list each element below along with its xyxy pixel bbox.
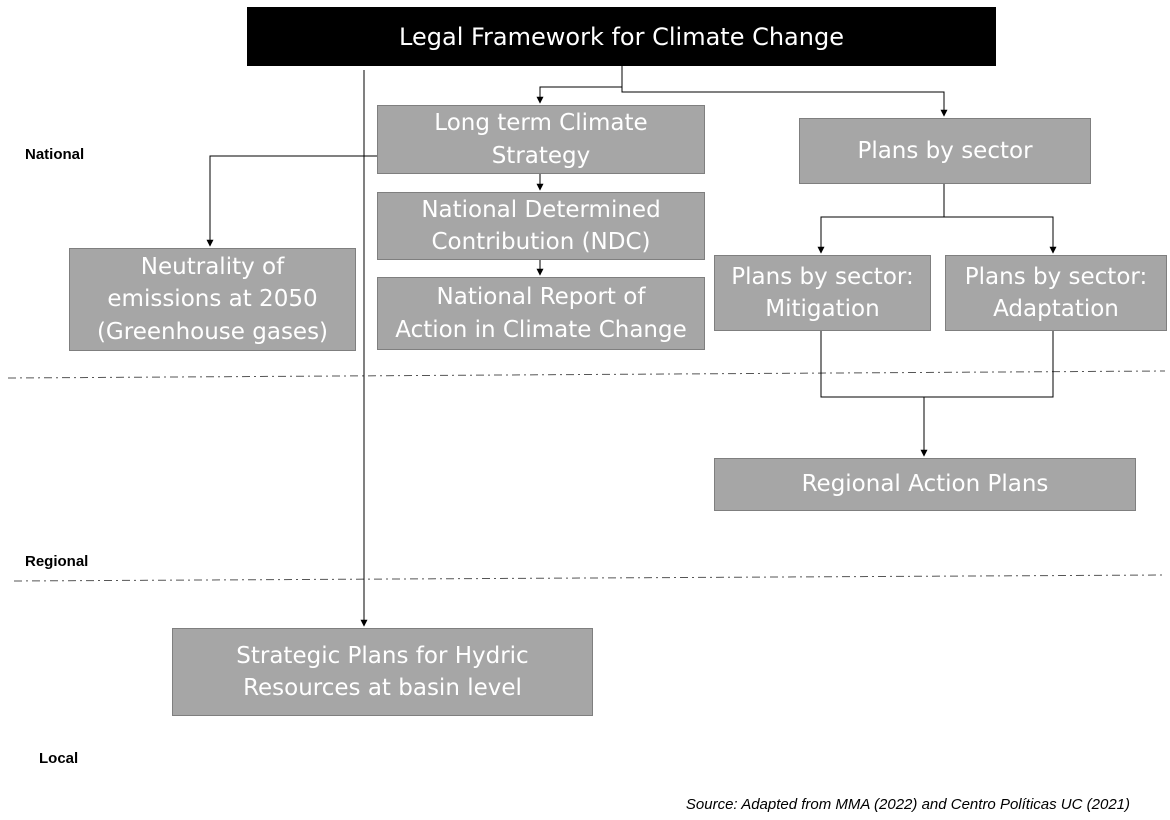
box-plans-by-sector-line-1: Plans by sector bbox=[857, 137, 1033, 164]
diagram-title-text: Legal Framework for Climate Change bbox=[399, 22, 844, 51]
arrow-title-to-long-term-strategy bbox=[536, 66, 623, 104]
box-mitigation-line-2: Mitigation bbox=[765, 296, 880, 322]
box-regional-action-plans: Regional Action Plans bbox=[714, 458, 1136, 511]
arrow-strategy-to-neutrality bbox=[206, 155, 377, 247]
box-mitigation-line-1: Plans by sector: bbox=[731, 263, 914, 290]
box-adaptation: Plans by sector: Adaptation bbox=[945, 255, 1167, 331]
level-label-regional: Regional bbox=[25, 553, 89, 570]
box-neutrality: Neutrality of emissions at 2050 (Greenho… bbox=[69, 248, 356, 351]
box-national-report-line-2: Action in Climate Change bbox=[395, 316, 687, 343]
box-neutrality-line-2: emissions at 2050 bbox=[107, 286, 318, 313]
box-national-report-line-1: National Report of bbox=[436, 284, 646, 311]
arrow-sector-to-adaptation bbox=[944, 216, 1057, 254]
box-strategic-plans-line-1: Strategic Plans for Hydric bbox=[236, 642, 529, 669]
box-ndc-line-2: Contribution (NDC) bbox=[431, 229, 651, 255]
box-ndc: National Determined Contribution (NDC) bbox=[377, 192, 705, 260]
level-label-local: Local bbox=[39, 750, 79, 767]
box-long-term-strategy-line-2: Strategy bbox=[491, 142, 591, 169]
box-adaptation-line-2: Adaptation bbox=[993, 296, 1119, 322]
divider-regional-local bbox=[13, 574, 1166, 582]
box-neutrality-line-3: (Greenhouse gases) bbox=[96, 318, 329, 345]
box-national-report: National Report of Action in Climate Cha… bbox=[377, 277, 705, 350]
box-neutrality-line-1: Neutrality of bbox=[140, 254, 285, 281]
box-plans-by-sector: Plans by sector bbox=[799, 118, 1091, 184]
arrow-mitigation-to-regional bbox=[820, 331, 1054, 398]
box-strategic-plans: Strategic Plans for Hydric Resources at … bbox=[172, 628, 593, 716]
source-note: Source: Adapted from MMA (2022) and Cent… bbox=[685, 796, 1130, 813]
box-mitigation: Plans by sector: Mitigation bbox=[714, 255, 931, 331]
box-strategic-plans-line-2: Resources at basin level bbox=[243, 675, 522, 701]
box-adaptation-line-1: Plans by sector: bbox=[964, 263, 1148, 290]
divider-national-regional bbox=[7, 370, 1166, 379]
box-ndc-line-1: National Determined bbox=[421, 196, 661, 223]
level-label-national: National bbox=[25, 146, 85, 163]
arrow-sector-to-mitigation bbox=[817, 184, 945, 254]
diagram-title: Legal Framework for Climate Change bbox=[247, 7, 996, 66]
box-long-term-strategy: Long term Climate Strategy bbox=[377, 105, 705, 174]
box-long-term-strategy-line-1: Long term Climate bbox=[434, 110, 648, 137]
box-regional-action-plans-line-1: Regional Action Plans bbox=[801, 471, 1049, 498]
